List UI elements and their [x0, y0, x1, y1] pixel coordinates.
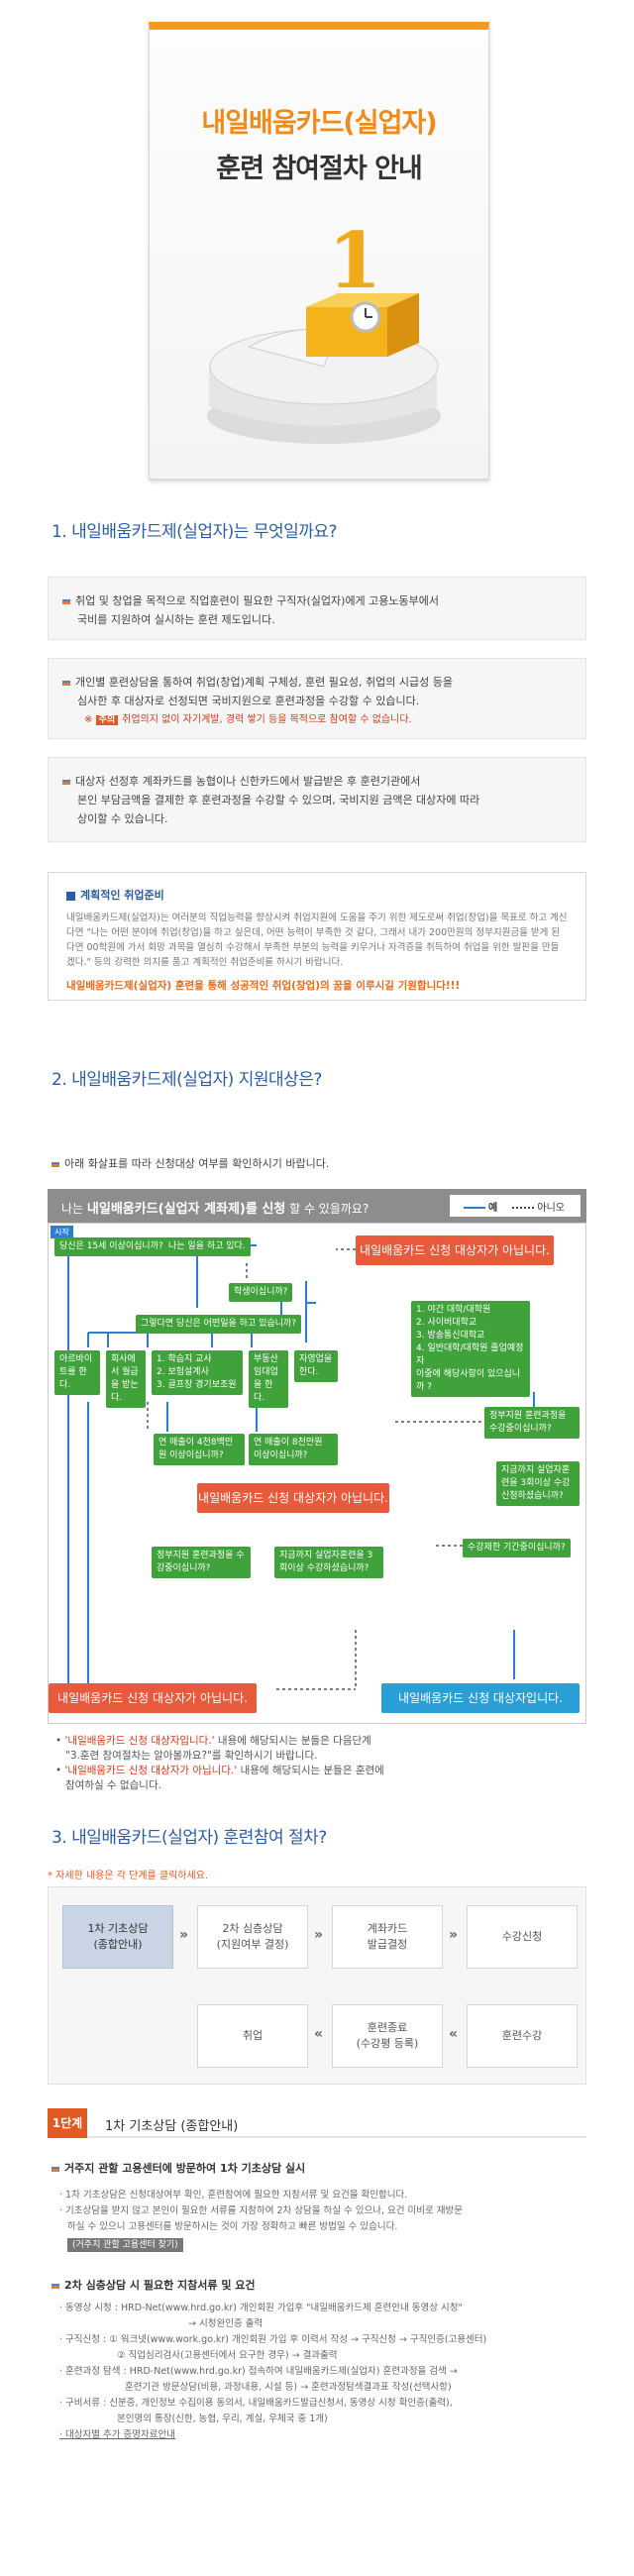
- bullet-icon: [52, 2166, 59, 2172]
- note-emphasis: 내일배움카드제(실업자) 훈련을 통해 성공적인 취업(창업)의 꿈을 이루시길…: [66, 980, 461, 992]
- opt-parttime: 아르바이트를 한다.: [54, 1350, 100, 1395]
- q-gov-course-2: 지금까지 실업자훈련을 3회이상 수강신청하셨습니까?: [496, 1461, 580, 1506]
- info-box-selection: 개인별 훈련상담을 통하여 취업(창업)계획 구체성, 훈련 필요성, 취업의 …: [48, 658, 586, 739]
- req-documents: · 구비서류 : 신분증, 개인정보 수집이용 동의서, 내일배움카드발급신청서…: [59, 2398, 453, 2409]
- req-job-seek: · 구직신청 : ① 워크넷(www.work.go.kr) 개인회원 가입 후…: [59, 2334, 487, 2345]
- step1-header: 1단계 1차 기초상담 (종합안내): [48, 2108, 586, 2138]
- box2-line2: 심사한 후 대상자로 선정되면 국비지원으로 훈련과정을 수강할 수 있습니다.: [77, 695, 420, 707]
- step-1-basic-consult[interactable]: 1차 기초상담(종합안내): [62, 1905, 173, 1969]
- target-result: 내일배움카드 신청 대상자입니다.: [381, 1683, 580, 1713]
- warning-text: 취업의지 없이 자기계발, 경력 쌓기 등을 목적으로 참여할 수 없습니다.: [122, 714, 412, 725]
- chevron-right-icon: »: [449, 1927, 459, 1943]
- chevron-left-icon: «: [449, 2026, 459, 2042]
- note2-red: '내일배움카드 신청 대상자가 아닙니다.': [64, 1765, 238, 1776]
- bullet-icon: [52, 2283, 59, 2289]
- note1-red: '내일배움카드 신청 대상자입니다.': [64, 1735, 215, 1747]
- section3-title: 3. 내일배움카드(실업자) 훈련참여 절차?: [52, 1828, 327, 1848]
- flowchart-notes: • '내일배움카드 신청 대상자입니다.' 내용에 해당되시는 분들은 다음단계…: [55, 1734, 581, 1793]
- svg-text:1: 1: [328, 216, 381, 306]
- info-box-card-issue: 대상자 선정후 계좌카드를 농협이나 신한카드에서 발급받은 후 훈련기관에서 …: [48, 757, 586, 842]
- q-income-80m: 연 매출이 8천만원 이상이십니까?: [249, 1434, 338, 1465]
- step-2-deep-consult[interactable]: 2차 심층상담(지원여부 결정): [197, 1905, 308, 1969]
- not-target-result-mid: 내일배움카드 신청 대상자가 아닙니다.: [197, 1483, 389, 1513]
- steps-hint: * 자세한 내용은 각 단계를 클릭하세요.: [48, 1871, 209, 1881]
- eligibility-flowchart: 나는 내일배움카드(실업자 계좌제)를 신청 할 수 있을까요? 예 아니오: [48, 1189, 586, 1724]
- step1-title: 1차 기초상담 (종합안내): [105, 2119, 239, 2134]
- flowchart-legend: 예 아니오: [450, 1195, 581, 1217]
- chevron-right-icon: »: [314, 1927, 324, 1943]
- flowchart-question: 나는 내일배움카드(실업자 계좌제)를 신청 할 수 있을까요?: [61, 1202, 370, 1217]
- box1-line2: 국비를 지원하여 실시하는 훈련 제도입니다.: [77, 613, 275, 626]
- step-6-training-end[interactable]: 훈련종료(수강평 등록): [332, 2004, 443, 2068]
- section1-title: 1. 내일배움카드제(실업자)는 무엇일까요?: [52, 522, 338, 542]
- q-income-48m: 연 매출이 4천8백만원 이상이십니까?: [154, 1434, 245, 1465]
- start-label: 시작: [51, 1226, 73, 1238]
- q-what-work: 그렇다면 당신은 어떤일을 하고 있습니까?: [136, 1315, 301, 1334]
- info-box-definition: 취업 및 창업을 목적으로 직업훈련이 필요한 구직자(실업자)에게 고용노동부…: [48, 577, 586, 640]
- note2-rest: 내용에 해당되시는 분들은 훈련에: [240, 1765, 384, 1776]
- opt-business: 자영업을 한다.: [294, 1350, 338, 1382]
- box1-line1: 취업 및 창업을 목적으로 직업훈련이 필요한 구직자(실업자)에게 고용노동부…: [75, 594, 440, 607]
- q-restriction-period: 수강제한 기간중이십니까?: [463, 1539, 571, 1557]
- step1-desc: · 1차 기초상담은 신청대상여부 확인, 훈련참여에 필요한 지참서류 및 요…: [59, 2190, 463, 2252]
- q-student: 학생이십니까?: [229, 1283, 293, 1302]
- box2-line1: 개인별 훈련상담을 통하여 취업(창업)계획 구체성, 훈련 필요성, 취업의 …: [75, 676, 454, 689]
- note2-line2: 참여하실 수 없습니다.: [65, 1779, 161, 1791]
- plan-note-box: 계획적인 취업준비 내일배움카드제(실업자)는 여러분의 직업능력을 향상시켜 …: [48, 872, 586, 1001]
- section2-intro: 아래 화살표를 따라 신청대상 여부를 확인하시기 바랍니다.: [52, 1155, 329, 1171]
- box3-line2: 본인 부담금액을 결제한 후 훈련과정을 수강할 수 있으며, 국비지원 금액은…: [77, 794, 480, 806]
- step-4-enroll[interactable]: 수강신청: [467, 1905, 578, 1969]
- chevron-right-icon: »: [179, 1927, 189, 1943]
- not-target-result-top: 내일배움카드 신청 대상자가 아닙니다.: [356, 1235, 554, 1265]
- cover-title-line2: 훈련 참여절차 안내: [216, 154, 423, 184]
- flowchart-body: 시작 당신은 15세 이상이십니까? 나는 일을 하고 있다. 내일배움카드 신…: [48, 1223, 586, 1724]
- box3-line3: 상이할 수 있습니다.: [77, 812, 168, 825]
- flowchart-header: 나는 내일배움카드(실업자 계좌제)를 신청 할 수 있을까요? 예 아니오: [48, 1189, 586, 1223]
- not-target-result-bottom: 내일배움카드 신청 대상자가 아닙니다.: [49, 1683, 257, 1713]
- q-gov-course-1: 정부지원 훈련과정을 수강중이십니까?: [484, 1407, 580, 1439]
- opt-special-jobs: 1. 학습지 교사 2. 보험설계사 3. 골프장 경기보조원: [152, 1350, 243, 1395]
- box3-line1: 대상자 선정후 계좌카드를 농협이나 신한카드에서 발급받은 후 훈련기관에서: [75, 775, 421, 788]
- note1-rest: 내용에 해당되시는 분들은 다음단계: [217, 1735, 371, 1747]
- note1-line2: "3.훈련 참여절차는 알아볼까요?"를 확인하시기 바랍니다.: [65, 1750, 318, 1762]
- cover-title-line1: 내일배움카드(실업자): [201, 108, 437, 139]
- q-gov-course-3: 정부지원 훈련과정을 수강중이십니까?: [152, 1547, 251, 1578]
- note-heading: 계획적인 취업준비: [66, 887, 568, 903]
- chevron-left-icon: «: [314, 2026, 324, 2042]
- step1-heading-1: 거주지 관할 고용센터에 방문하여 1차 기초상담 실시: [52, 2160, 305, 2176]
- pie-chart-trophy-illustration: 1: [207, 216, 441, 444]
- opt-company: 회사에서 월급을 받는다.: [106, 1350, 146, 1408]
- school-list: 1. 야간 대학/대학원 2. 사이버대학교 3. 방송통신대학교 4. 일반대…: [411, 1301, 530, 1397]
- cover-card: 내일배움카드(실업자) 훈련 참여절차 안내 1: [149, 22, 489, 480]
- bullet-icon: [62, 598, 70, 604]
- step-7-employment[interactable]: 취업: [197, 2004, 308, 2068]
- step1-tag: 1단계: [48, 2108, 87, 2138]
- required-docs-list: · 동영상 시청 : HRD-Net(www.hrd.go.kr) 개인회원 가…: [59, 2301, 594, 2443]
- step1-heading-2: 2차 심층상담 시 필요한 지참서류 및 요건: [52, 2277, 256, 2293]
- opt-rental: 부동산 임대업을 한다.: [249, 1350, 288, 1408]
- step-5-training[interactable]: 훈련수강: [467, 2004, 578, 2068]
- req-video: · 동영상 시청 : HRD-Net(www.hrd.go.kr) 개인회원 가…: [59, 2303, 463, 2313]
- q-gov-course-4: 지금까지 실업자훈련을 3회이상 수강하셨습니까?: [274, 1547, 383, 1578]
- req-extra-proof-link[interactable]: · 대상자별 추가 증명자료안내: [59, 2429, 175, 2440]
- bullet-icon: [52, 1161, 59, 1167]
- bullet-icon: [62, 680, 70, 686]
- req-course-search: · 훈련과정 탐색 : HRD-Net(www.hrd.go.kr) 접속하여 …: [59, 2366, 458, 2377]
- no-arrow-icon: [512, 1207, 535, 1209]
- section2-title: 2. 내일배움카드제(실업자) 지원대상은?: [52, 1070, 322, 1090]
- yes-arrow-icon: [464, 1207, 485, 1209]
- warning-tag: 주의: [95, 715, 119, 725]
- q-working: 나는 일을 하고 있다.: [163, 1237, 251, 1256]
- note-body: 내일배움카드제(실업자)는 여러분의 직업능력을 향상시켜 취업지원에 도움을 …: [66, 912, 568, 968]
- find-employment-center-button[interactable]: (거주지 관할 고용센터 찾기): [67, 2238, 183, 2252]
- q-age: 당신은 15세 이상이십니까?: [54, 1237, 168, 1256]
- bullet-icon: [62, 779, 70, 785]
